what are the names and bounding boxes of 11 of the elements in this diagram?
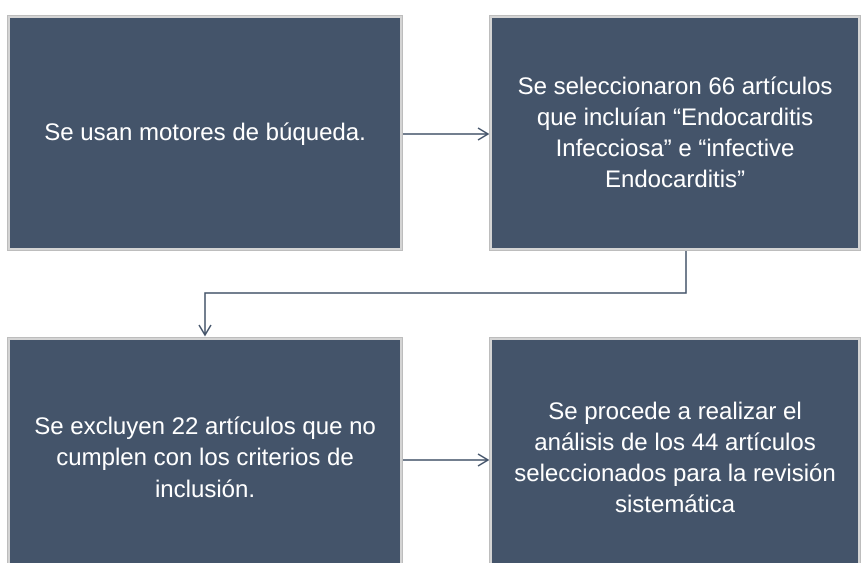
arrow <box>198 251 687 336</box>
arrow <box>403 453 489 467</box>
box-text: Se procede a realizar el análisis de los 44 artículos seleccionados para la revisión sistemática <box>513 396 837 520</box>
process-box <box>8 338 402 563</box>
box-text: Se seleccionaron 66 artículos que incluían “Endocarditis Infecciosa” e “infective Endocarditis” <box>516 72 834 196</box>
box-text: Se usan motores de búqueda. <box>44 118 366 148</box>
process-box <box>490 16 860 250</box>
box-text: Se excluyen 22 artículos que no cumplen con los criterios de inclusión. <box>33 412 377 505</box>
process-box <box>8 16 402 250</box>
process-box <box>490 338 860 563</box>
arrow <box>403 127 489 141</box>
